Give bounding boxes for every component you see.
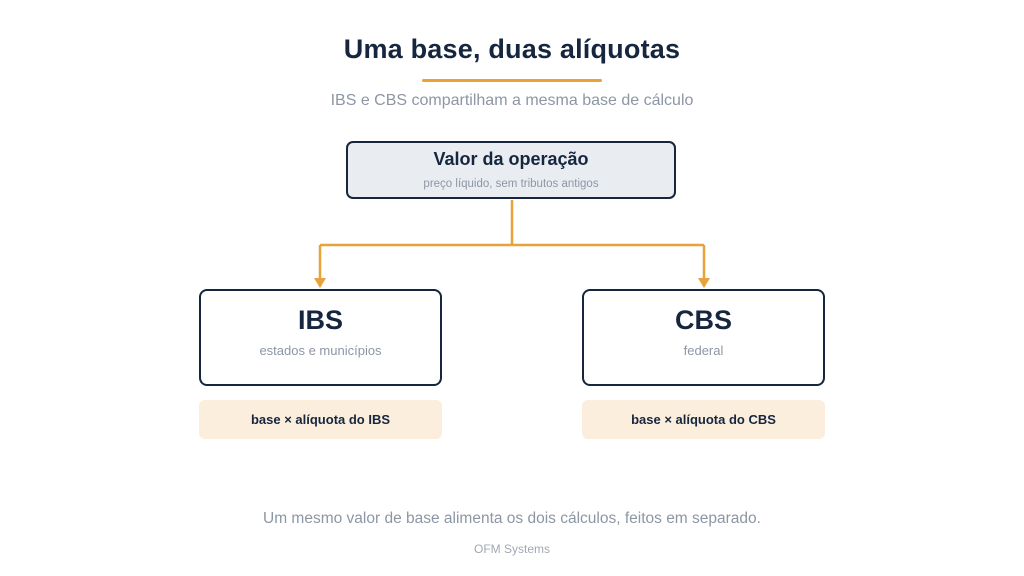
- credit-text: OFM Systems: [473, 542, 550, 556]
- page-title: Uma base, duas alíquotas: [343, 34, 681, 64]
- page-subtitle: IBS e CBS compartilham a mesma base de c…: [330, 92, 694, 109]
- root-node-description: preço líquido, sem tributos antigos: [423, 178, 599, 190]
- cbs-node-title: CBS: [674, 305, 732, 335]
- cbs-node: CBS federal: [582, 289, 825, 386]
- ibs-node: IBS estados e municípios: [199, 289, 442, 386]
- ibs-node-description: estados e municípios: [259, 343, 382, 358]
- title-underline: [422, 79, 602, 82]
- cbs-node-description: federal: [683, 343, 724, 358]
- root-node-title: Valor da operação: [433, 149, 589, 169]
- arrowhead-left: [314, 278, 326, 288]
- footer-note: Um mesmo valor de base alimenta os dois …: [263, 510, 761, 527]
- arrowhead-right: [698, 278, 710, 288]
- root-node: Valor da operação preço líquido, sem tri…: [346, 141, 676, 199]
- cbs-formula: base × alíquota do CBS: [582, 400, 825, 439]
- ibs-node-title: IBS: [297, 305, 343, 335]
- ibs-formula: base × alíquota do IBS: [199, 400, 442, 439]
